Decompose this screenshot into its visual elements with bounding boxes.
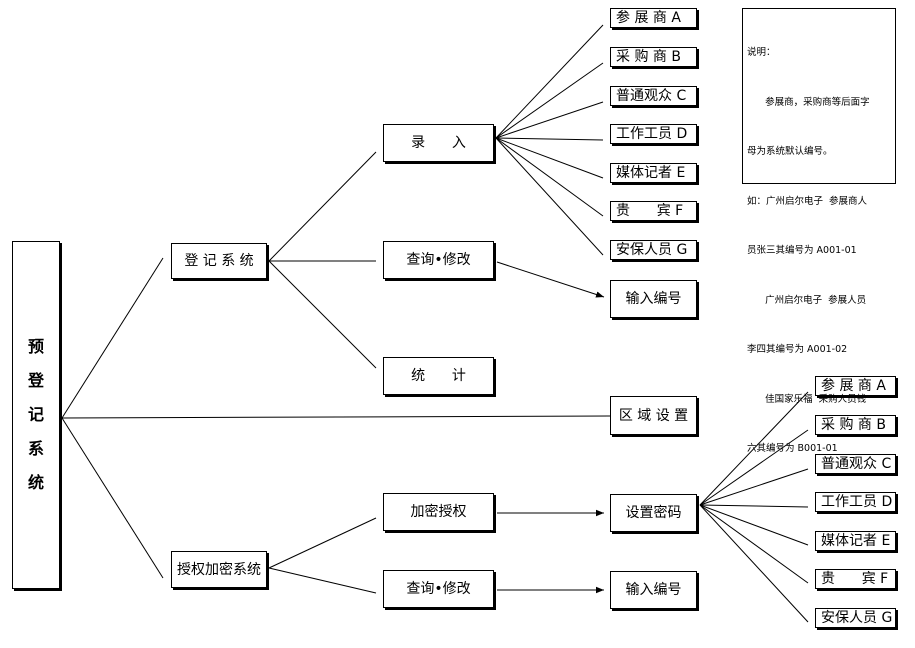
line-register-stats	[268, 260, 377, 369]
statistics-box: 统 计	[383, 357, 494, 395]
type-box-top: 工作工员 D	[610, 124, 697, 144]
line-auth-query	[268, 567, 377, 594]
query-modify-box: 查询•修改	[383, 241, 494, 279]
line-auth-encrypt	[268, 517, 377, 569]
line-root-region	[61, 415, 611, 419]
line-register-entry	[268, 151, 377, 262]
line-entry-type-b	[495, 62, 604, 139]
line-password-type-c	[699, 468, 809, 506]
line-entry-type-c	[495, 101, 604, 139]
encrypt-authorize-box: 加密授权	[383, 493, 494, 531]
line-entry-type-g	[495, 137, 604, 256]
root-system-box: 预 登 记 系 统	[12, 241, 60, 589]
note-line: 参展商，采购商等后面字	[747, 96, 870, 108]
line-entry-type-d	[495, 137, 604, 141]
note-line: 如：广州启尔电子 参展商人	[747, 195, 868, 207]
note-line: 广州启尔电子 参展人员	[747, 294, 867, 306]
type-box-bottom: 普通观众 C	[815, 454, 896, 474]
line-entry-type-e	[495, 137, 604, 179]
line-root-register	[61, 257, 164, 419]
type-box-top: 采 购 商 B	[610, 47, 697, 67]
register-system-box: 登 记 系 统	[171, 243, 267, 279]
type-box-top: 参 展 商 A	[610, 8, 697, 28]
auth-query-modify-box: 查询•修改	[383, 570, 494, 608]
explanation-note: 说明： 参展商，采购商等后面字 母为系统默认编号。 如：广州启尔电子 参展商人 …	[742, 8, 896, 454]
type-box-bottom: 媒体记者 E	[815, 531, 896, 551]
type-box-bottom: 贵 宾 F	[815, 569, 896, 589]
note-line: 李四其编号为 A001-02	[747, 344, 848, 355]
auth-encrypt-system-box: 授权加密系统	[171, 551, 267, 588]
type-box-top: 媒体记者 E	[610, 163, 697, 183]
line-root-auth	[61, 417, 164, 579]
line-password-type-e	[699, 504, 809, 546]
type-box-top: 安保人员 G	[610, 240, 697, 260]
input-number-box: 输入编号	[610, 280, 697, 318]
entry-box: 录 入	[383, 124, 494, 162]
root-char: 预	[27, 337, 44, 356]
arrow-query-input	[496, 261, 605, 298]
type-box-bottom: 安保人员 G	[815, 608, 896, 628]
type-box-bottom: 工作工员 D	[815, 492, 896, 512]
type-box-bottom: 采 购 商 B	[815, 415, 896, 435]
line-entry-type-f	[495, 137, 604, 217]
line-password-type-f	[699, 504, 809, 584]
type-box-top: 普通观众 C	[610, 86, 697, 106]
note-line: 说明：	[747, 47, 776, 58]
set-password-box: 设置密码	[610, 494, 697, 532]
note-line: 佳国家乐福 采购人员钱	[747, 393, 867, 405]
region-settings-box: 区 域 设 置	[610, 396, 697, 435]
line-password-type-b	[699, 429, 809, 506]
root-char: 统	[27, 473, 44, 492]
note-line: 母为系统默认编号。	[747, 146, 833, 157]
type-box-bottom: 参 展 商 A	[815, 376, 896, 396]
note-line: 六其编号为 B001-01	[747, 443, 838, 454]
line-password-type-a	[699, 391, 809, 506]
root-char: 系	[27, 439, 44, 458]
auth-input-number-box: 输入编号	[610, 571, 697, 609]
type-box-top: 贵 宾 F	[610, 201, 697, 221]
note-line: 员张三其编号为 A001-01	[747, 245, 857, 256]
line-entry-type-a	[495, 24, 604, 139]
line-password-type-g	[699, 504, 809, 623]
root-char: 登	[27, 371, 44, 390]
root-char: 记	[27, 405, 44, 424]
line-password-type-d	[699, 504, 809, 508]
